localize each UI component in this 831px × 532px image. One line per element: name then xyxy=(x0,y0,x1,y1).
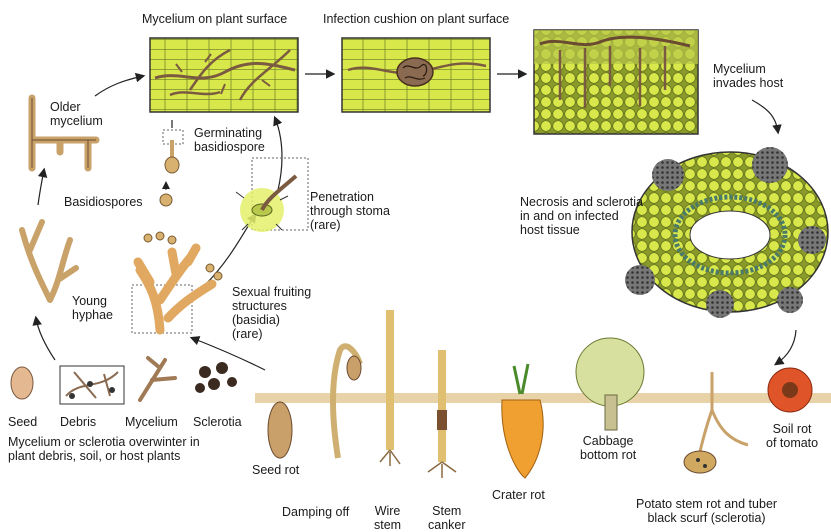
label-stem-canker: Stem canker xyxy=(428,504,466,532)
label-potato-stem-rot: Potato stem rot and tuber black scurf (s… xyxy=(636,497,777,525)
label-young-hyphae: Young hyphae xyxy=(72,294,113,322)
soil-band xyxy=(255,393,831,403)
label-older-mycelium: Older mycelium xyxy=(50,100,103,128)
label-mycelium-invades: Mycelium invades host xyxy=(713,62,783,90)
label-seed-rot: Seed rot xyxy=(252,463,299,477)
label-mycelium: Mycelium xyxy=(125,415,178,429)
necrosis-stem-section xyxy=(625,147,828,318)
label-basidiospores: Basidiospores xyxy=(64,195,143,209)
young-hyphae-drawing xyxy=(22,222,76,300)
label-germinating-basidiospore: Germinating basidiospore xyxy=(194,126,265,154)
label-soil-rot-tomato: Soil rot of tomato xyxy=(766,422,818,450)
panel-infection-cushion xyxy=(342,38,490,112)
label-cabbage-bottom-rot: Cabbage bottom rot xyxy=(580,434,636,462)
basidia-drawing xyxy=(132,248,212,333)
label-crater-rot: Crater rot xyxy=(492,488,545,502)
label-sexual-fruiting: Sexual fruiting structures (basidia) (ra… xyxy=(232,285,311,341)
label-wire-stem: Wire stem xyxy=(374,504,401,532)
label-infection-cushion: Infection cushion on plant surface xyxy=(323,12,509,26)
overwintering-items xyxy=(11,358,237,404)
label-penetration-stoma: Penetration through stoma (rare) xyxy=(310,190,390,232)
label-necrosis-sclerotia: Necrosis and sclerotia in and on infecte… xyxy=(520,195,643,237)
panel-mycelium-on-surface xyxy=(150,38,298,112)
label-debris: Debris xyxy=(60,415,96,429)
stoma-penetration-drawing xyxy=(236,158,308,232)
label-mycelium-surface: Mycelium on plant surface xyxy=(142,12,287,26)
label-overwinter: Mycelium or sclerotia overwinter in plan… xyxy=(8,435,200,463)
panel-mycelium-invades-host xyxy=(534,30,698,134)
label-sclerotia: Sclerotia xyxy=(193,415,242,429)
label-seed: Seed xyxy=(8,415,37,429)
label-damping-off: Damping off xyxy=(282,505,349,519)
